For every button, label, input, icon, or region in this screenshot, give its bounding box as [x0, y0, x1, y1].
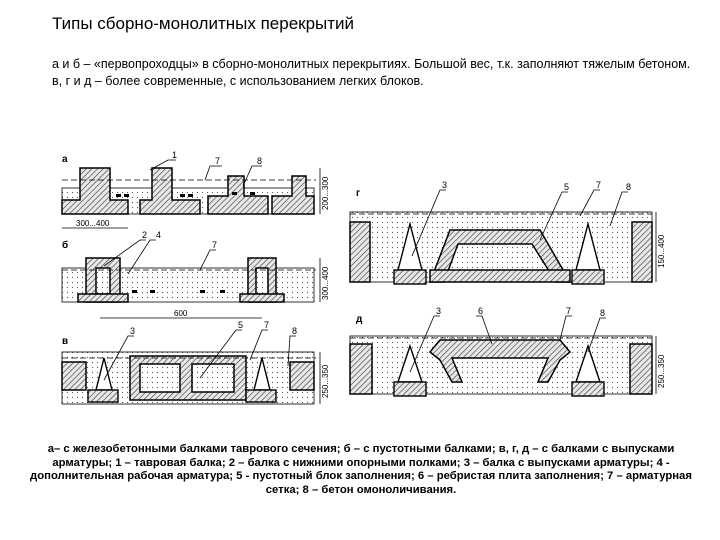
dim-v-height: 250...350 [321, 364, 330, 398]
beams-with-rebar [87, 357, 277, 403]
section-label-a: а [62, 154, 68, 165]
dim-g-height: 150...400 [657, 234, 666, 268]
tee-beams [61, 167, 315, 215]
callout-b-4: 4 [156, 230, 161, 240]
callout-v-3: 3 [130, 326, 135, 336]
callout-b-2: 2 [142, 230, 147, 240]
section-v: в 3 5 7 8 250...350 [61, 320, 330, 405]
dim-d-height: 250...350 [657, 354, 666, 388]
callout-g-7: 7 [596, 180, 601, 190]
section-label-d: д [356, 314, 363, 325]
section-label-b: б [62, 239, 68, 251]
callout-v-8: 8 [292, 326, 297, 336]
beams-d [393, 343, 605, 397]
hollow-block-g [349, 221, 653, 283]
hollow-beams [77, 257, 285, 303]
callout-v-5: 5 [238, 320, 243, 330]
callout-g-8: 8 [626, 182, 631, 192]
description-line-2: в, г и д – более современные, с использо… [52, 74, 424, 88]
section-label-v: в [62, 336, 68, 347]
callout-v-7: 7 [264, 320, 269, 330]
beams-g [393, 221, 605, 285]
callout-a-1: 1 [172, 150, 177, 160]
section-d: д 3 6 7 8 250...350 [349, 306, 666, 397]
dim-b-height: 300...400 [321, 266, 330, 300]
rebar-dots [116, 192, 255, 197]
description-line-1: а и б – «первопроходцы» в сборно-монолит… [52, 57, 691, 71]
dim-b-span: 600 [174, 309, 188, 318]
section-a: а 1 7 8 300...400 200...300 [61, 150, 330, 229]
callout-a-7: 7 [215, 156, 220, 166]
dim-a-spacing: 300...400 [76, 219, 110, 228]
callout-d-8: 8 [600, 308, 605, 318]
callout-g-3: 3 [442, 180, 447, 190]
hollow-blocks [61, 355, 315, 401]
dim-a-height: 200...300 [321, 176, 330, 210]
ribbed-plate-d [349, 339, 653, 395]
page-title: Типы сборно-монолитных перекрытий [52, 14, 355, 33]
callout-d-3: 3 [436, 306, 441, 316]
figure-caption: а– с железобетонными балками таврового с… [30, 443, 692, 496]
callout-d-6: 6 [478, 306, 483, 316]
section-g: г 3 5 7 8 150...400 [349, 180, 666, 285]
callout-a-8: 8 [257, 156, 262, 166]
section-b: б 2 4 7 600 300...400 [61, 230, 330, 319]
section-label-g: г [356, 188, 360, 199]
description: а и б – «первопроходцы» в сборно-монолит… [52, 56, 702, 90]
callout-d-7: 7 [566, 306, 571, 316]
callout-g-5: 5 [564, 182, 569, 192]
callout-b-7: 7 [212, 240, 217, 250]
